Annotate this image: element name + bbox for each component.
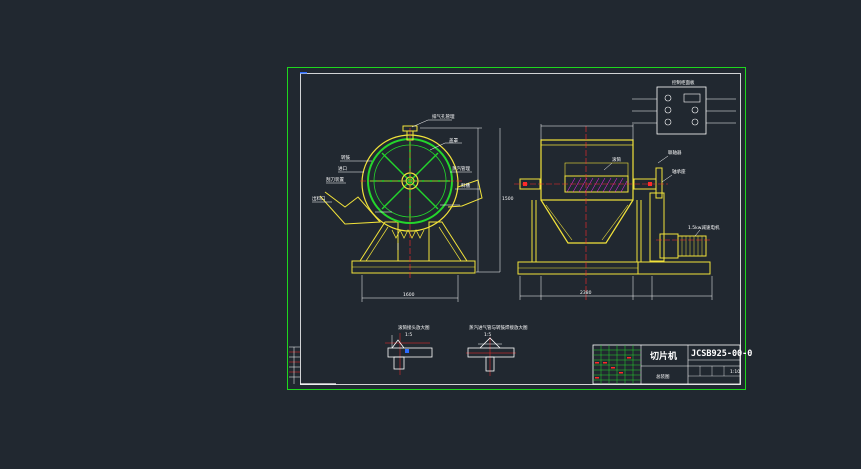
label-motor: 1.5kw减速电机: [688, 224, 720, 231]
control-panel: [632, 86, 736, 135]
sheet-inner-frame: [300, 73, 741, 385]
assembly-label: 总装图: [656, 373, 670, 380]
label-feed-box: 料槽: [461, 182, 470, 189]
label-base-width: 1600: [403, 292, 415, 298]
sheet-outer-border: [287, 67, 746, 390]
label-bearing: 轴承座: [672, 168, 686, 175]
detail-b-title: 蒸汽进气管与转鼓焊接放大图: [469, 324, 528, 331]
label-drum: 转鼓: [341, 154, 350, 161]
label-scraper: 刮刀装置: [326, 176, 344, 183]
detail-a-title: 滚筒接头放大图: [398, 324, 430, 331]
part-name: 切片机: [650, 350, 677, 362]
label-drum-body: 滚筒: [612, 156, 621, 163]
label-inlet: 进口: [338, 165, 347, 172]
title-block: [592, 344, 741, 385]
detail-a-scale: 1:5: [405, 332, 412, 338]
label-coupling: 联轴器: [668, 149, 682, 156]
side-view: [312, 119, 501, 302]
drawing-number: JCSB925-00-0: [691, 349, 752, 359]
label-overall-length: 2380: [580, 290, 592, 296]
label-vent-pipe: 排气孔管理: [432, 113, 455, 120]
detail-b-scale: 1:5: [484, 332, 491, 338]
label-steam-inlet: 蒸汽管理: [452, 165, 470, 172]
left-margin-table: [289, 346, 336, 385]
scale-mark: 1:10: [730, 369, 740, 375]
label-cover: 盖罩: [449, 137, 458, 144]
panel-title: 控制柜面板: [672, 79, 695, 86]
frame-corner-mark: [300, 72, 307, 74]
front-view: [514, 124, 713, 300]
detail-a: [385, 333, 433, 375]
label-discharge: 出料口: [312, 195, 326, 202]
detail-b: [466, 337, 516, 376]
label-height: 1500: [502, 196, 514, 202]
